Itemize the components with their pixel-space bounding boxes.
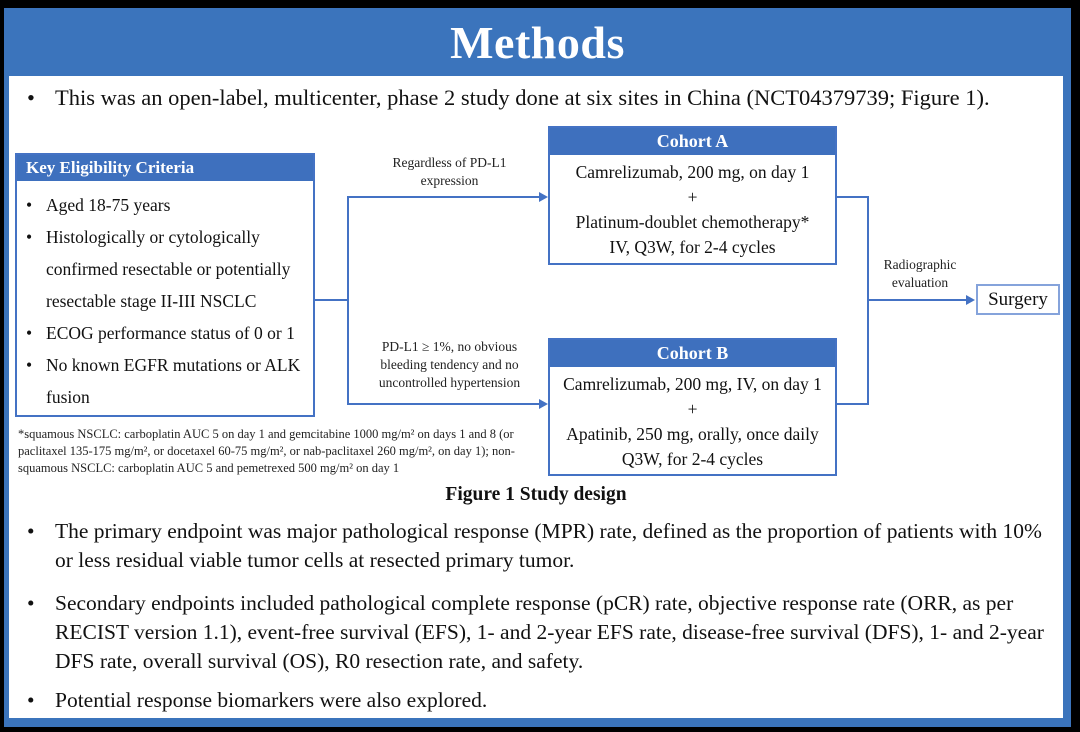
bullet-primary-endpoint: • The primary endpoint was major patholo… [27,517,1053,575]
eligibility-item: • Aged 18-75 years [23,189,307,221]
branch-label-top: Regardless of PD-L1 expression [357,154,542,190]
eligibility-item: • Histologically or cytologically confir… [23,221,307,317]
bullet-marker: • [26,323,33,343]
connector-to-surgery [867,299,968,301]
eligibility-item-text: ECOG performance status of 0 or 1 [46,323,295,343]
eligibility-item: • No known EGFR mutations or ALK fusion [23,349,307,413]
arrowhead-cohort-b [539,399,548,409]
bullet-marker: • [27,85,35,110]
cohort-b-header: Cohort B [550,340,835,367]
radiographic-evaluation-line2: evaluation [891,275,949,290]
cohort-a-header: Cohort A [550,128,835,155]
cohort-a-line: IV, Q3W, for 2-4 cycles [609,237,776,257]
connector-branch-vertical [347,196,349,405]
eligibility-box: Key Eligibility Criteria • Aged 18-75 ye… [15,153,315,417]
cohort-b-line: + [687,399,698,419]
cohort-b-line: Apatinib, 250 mg, orally, once daily [566,424,819,444]
eligibility-item: • ECOG performance status of 0 or 1 [23,317,307,349]
bullet-secondary-endpoints: • Secondary endpoints included pathologi… [27,589,1053,676]
connector-cohort-a-out [837,196,869,198]
bullet-biomarkers: • Potential response biomarkers were als… [27,686,1053,715]
slide-content: • This was an open-label, multicenter, p… [9,76,1063,718]
bullet-study-overview: • This was an open-label, multicenter, p… [27,83,1051,112]
bullet-marker: • [27,688,35,712]
bullet-secondary-endpoints-text: Secondary endpoints included pathologica… [55,591,1044,673]
bullet-marker: • [26,195,33,215]
arrowhead-surgery [966,295,975,305]
eligibility-item-text: Aged 18-75 years [46,195,171,215]
cohort-a-line: + [687,187,698,207]
cohort-b-line: Camrelizumab, 200 mg, IV, on day 1 [563,374,822,394]
radiographic-evaluation-line1: Radiographic [883,257,957,272]
branch-label-bottom-line3: uncontrolled hypertension [378,375,521,390]
arrowhead-cohort-a [539,192,548,202]
figure-caption: Figure 1 Study design [445,484,627,505]
connector-eligibility-out [315,299,347,301]
bullet-marker: • [27,591,35,615]
chemotherapy-footnote: *squamous NSCLC: carboplatin AUC 5 on da… [18,427,515,475]
branch-label-bottom: PD-L1 ≥ 1%, no obvious bleeding tendency… [357,338,542,392]
bullet-marker: • [27,519,35,543]
eligibility-item-text: Histologically or cytologically confirme… [46,227,291,311]
cohort-a-line: Camrelizumab, 200 mg, on day 1 [575,162,810,182]
surgery-box: Surgery [976,284,1060,315]
cohort-b-body: Camrelizumab, 200 mg, IV, on day 1 + Apa… [550,367,835,472]
eligibility-items: • Aged 18-75 years • Histologically or c… [17,181,313,413]
eligibility-item-text: No known EGFR mutations or ALK fusion [46,355,301,407]
connector-to-cohort-a [347,196,541,198]
radiographic-evaluation-label: Radiographic evaluation [865,256,975,292]
branch-label-top-line1: Regardless of PD-L1 [392,155,507,170]
branch-label-bottom-line1: PD-L1 ≥ 1%, no obvious [381,339,518,354]
bullet-marker: • [26,355,33,375]
cohort-a-box: Cohort A Camrelizumab, 200 mg, on day 1 … [548,126,837,265]
bullet-marker: • [26,227,33,247]
cohort-b-line: Q3W, for 2-4 cycles [621,449,764,469]
title-banner: Methods [4,8,1071,76]
connector-to-cohort-b [347,403,541,405]
eligibility-header: Key Eligibility Criteria [17,155,313,181]
cohort-a-line: Platinum-doublet chemotherapy* [575,212,810,232]
bullet-study-overview-text: This was an open-label, multicenter, pha… [55,85,990,110]
branch-label-bottom-line2: bleeding tendency and no [380,357,519,372]
page-title: Methods [450,16,625,68]
cohort-b-box: Cohort B Camrelizumab, 200 mg, IV, on da… [548,338,837,476]
bullet-biomarkers-text: Potential response biomarkers were also … [55,688,488,712]
connector-cohort-b-out [837,403,869,405]
bullet-primary-endpoint-text: The primary endpoint was major pathologi… [55,519,1042,572]
cohort-a-body: Camrelizumab, 200 mg, on day 1 + Platinu… [550,155,835,260]
branch-label-top-line2: expression [420,173,479,188]
slide-frame: Methods • This was an open-label, multic… [4,8,1071,727]
